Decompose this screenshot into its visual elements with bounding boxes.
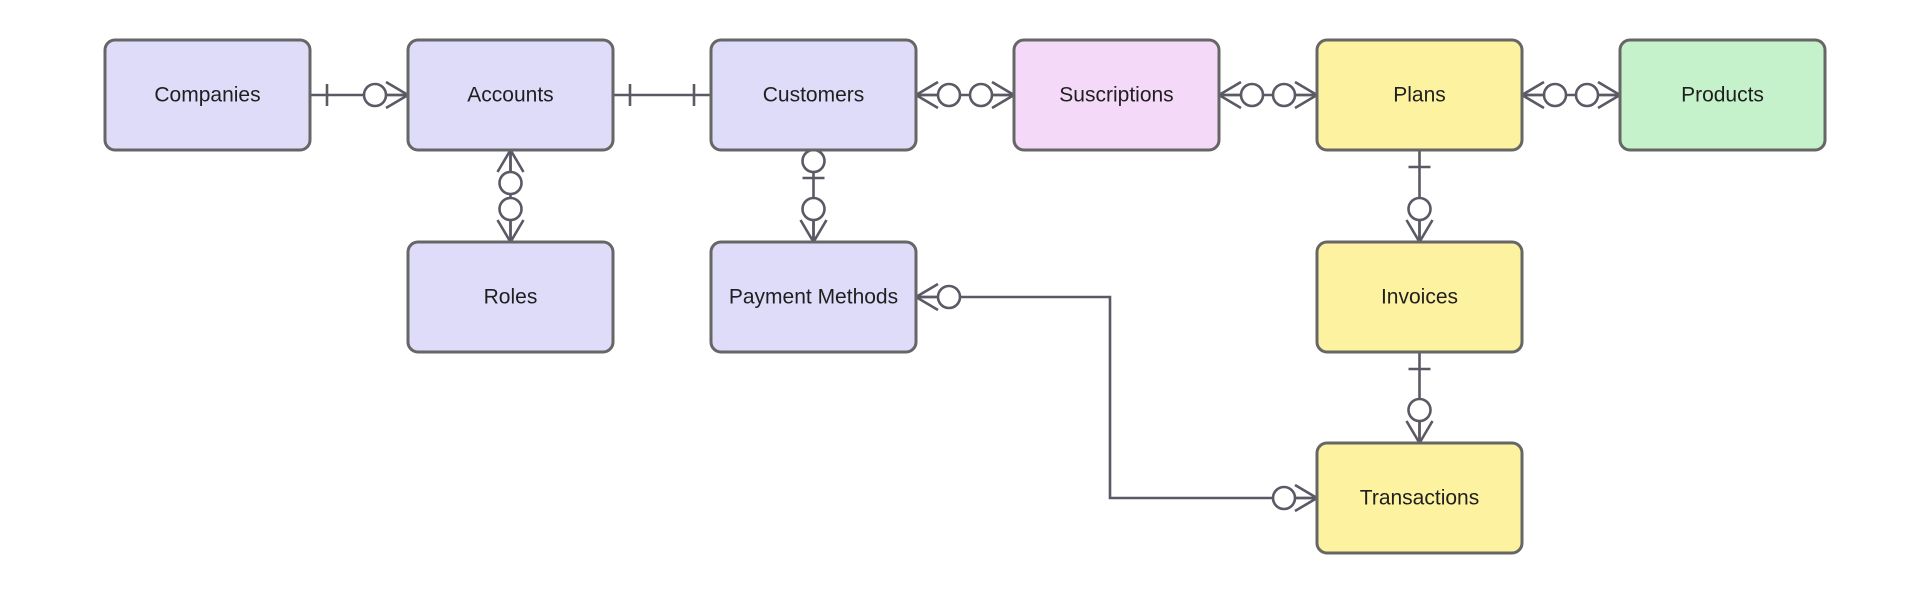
entity-box-plans[interactable] <box>1315 38 1524 152</box>
customers-suscriptions-from-zero-ring-icon <box>936 82 962 108</box>
relationship-payment-methods-transactions[interactable] <box>913 282 1320 513</box>
entity-label-companies: Companies <box>154 84 260 107</box>
invoices-transactions-to-zero-ring-icon <box>1407 397 1432 423</box>
entity-box-suscriptions[interactable] <box>1012 38 1221 152</box>
entity-label-products: Products <box>1681 84 1764 107</box>
entity-payment_methods[interactable]: Payment Methods <box>709 240 918 354</box>
entity-box-transactions[interactable] <box>1315 441 1524 555</box>
invoices-transactions-to-crowfoot-icon <box>1405 420 1434 446</box>
accounts-roles-from-crowfoot-icon <box>496 147 525 173</box>
accounts-roles-from-zero-ring-icon <box>498 170 523 196</box>
relationship-companies-accounts[interactable] <box>310 80 411 110</box>
entity-roles[interactable]: Roles <box>406 240 615 354</box>
entity-companies[interactable]: Companies <box>103 38 312 152</box>
plans-products-to-zero-ring-icon <box>1574 82 1600 108</box>
relationship-customers-suscriptions[interactable] <box>913 80 1017 110</box>
relationship-suscriptions-plans[interactable] <box>1216 80 1320 110</box>
relationship-customers-payment-methods[interactable] <box>799 148 828 245</box>
relationship-invoices-transactions[interactable] <box>1405 352 1434 446</box>
payment-methods-transactions-to-crowfoot-icon <box>1294 483 1320 513</box>
payment-methods-transactions-from-crowfoot-icon <box>913 282 939 312</box>
entity-label-customers: Customers <box>763 84 865 107</box>
accounts-roles-to-crowfoot-icon <box>496 219 525 245</box>
accounts-roles-to-zero-ring-icon <box>498 196 523 222</box>
entity-box-products[interactable] <box>1618 38 1827 152</box>
entity-accounts[interactable]: Accounts <box>406 38 615 152</box>
plans-invoices-to-zero-ring-icon <box>1407 196 1432 222</box>
customers-payment-methods-to-zero-ring-icon <box>801 196 826 222</box>
plans-invoices-to-crowfoot-icon <box>1405 219 1434 245</box>
suscriptions-plans-from-zero-ring-icon <box>1239 82 1265 108</box>
entity-box-accounts[interactable] <box>406 38 615 152</box>
relationship-layer <box>310 80 1623 513</box>
entity-customers[interactable]: Customers <box>709 38 918 152</box>
plans-products-to-crowfoot-icon <box>1597 80 1623 110</box>
entity-box-invoices[interactable] <box>1315 240 1524 354</box>
entity-box-customers[interactable] <box>709 38 918 152</box>
payment-methods-transactions-from-zero-ring-icon <box>936 284 962 310</box>
entity-label-accounts: Accounts <box>467 84 553 107</box>
entity-box-companies[interactable] <box>103 38 312 152</box>
customers-suscriptions-from-crowfoot-icon <box>913 80 939 110</box>
plans-products-from-zero-ring-icon <box>1542 82 1568 108</box>
relationship-plans-invoices[interactable] <box>1405 150 1434 245</box>
entity-invoices[interactable]: Invoices <box>1315 240 1524 354</box>
customers-payment-methods-to-crowfoot-icon <box>799 219 828 245</box>
entity-suscriptions[interactable]: Suscriptions <box>1012 38 1221 152</box>
customers-payment-methods-from-zero-ring-icon <box>801 148 826 174</box>
entity-label-transactions: Transactions <box>1360 487 1479 510</box>
entity-label-plans: Plans <box>1393 84 1446 107</box>
entity-label-payment_methods: Payment Methods <box>729 286 898 309</box>
relationship-accounts-customers[interactable] <box>613 84 711 106</box>
entity-transactions[interactable]: Transactions <box>1315 441 1524 555</box>
entity-plans[interactable]: Plans <box>1315 38 1524 152</box>
entity-layer: Companies Accounts Customers Suscriptions Pl… <box>103 38 1827 555</box>
plans-products-from-crowfoot-icon <box>1519 80 1545 110</box>
payment-methods-transactions-to-zero-ring-icon <box>1271 485 1297 511</box>
relationship-plans-products[interactable] <box>1519 80 1623 110</box>
customers-suscriptions-to-zero-ring-icon <box>968 82 994 108</box>
entity-label-roles: Roles <box>484 286 538 309</box>
companies-accounts-to-crowfoot-icon <box>385 80 411 110</box>
relationship-accounts-roles[interactable] <box>496 147 525 245</box>
suscriptions-plans-from-crowfoot-icon <box>1216 80 1242 110</box>
entity-label-suscriptions: Suscriptions <box>1059 84 1173 107</box>
entity-label-invoices: Invoices <box>1381 286 1458 309</box>
companies-accounts-to-zero-ring-icon <box>362 82 388 108</box>
entity-box-payment_methods[interactable] <box>709 240 918 354</box>
customers-suscriptions-to-crowfoot-icon <box>991 80 1017 110</box>
relationship-line-payment-methods-transactions <box>916 295 1317 500</box>
suscriptions-plans-to-zero-ring-icon <box>1271 82 1297 108</box>
entity-products[interactable]: Products <box>1618 38 1827 152</box>
suscriptions-plans-to-crowfoot-icon <box>1294 80 1320 110</box>
entity-box-roles[interactable] <box>406 240 615 354</box>
